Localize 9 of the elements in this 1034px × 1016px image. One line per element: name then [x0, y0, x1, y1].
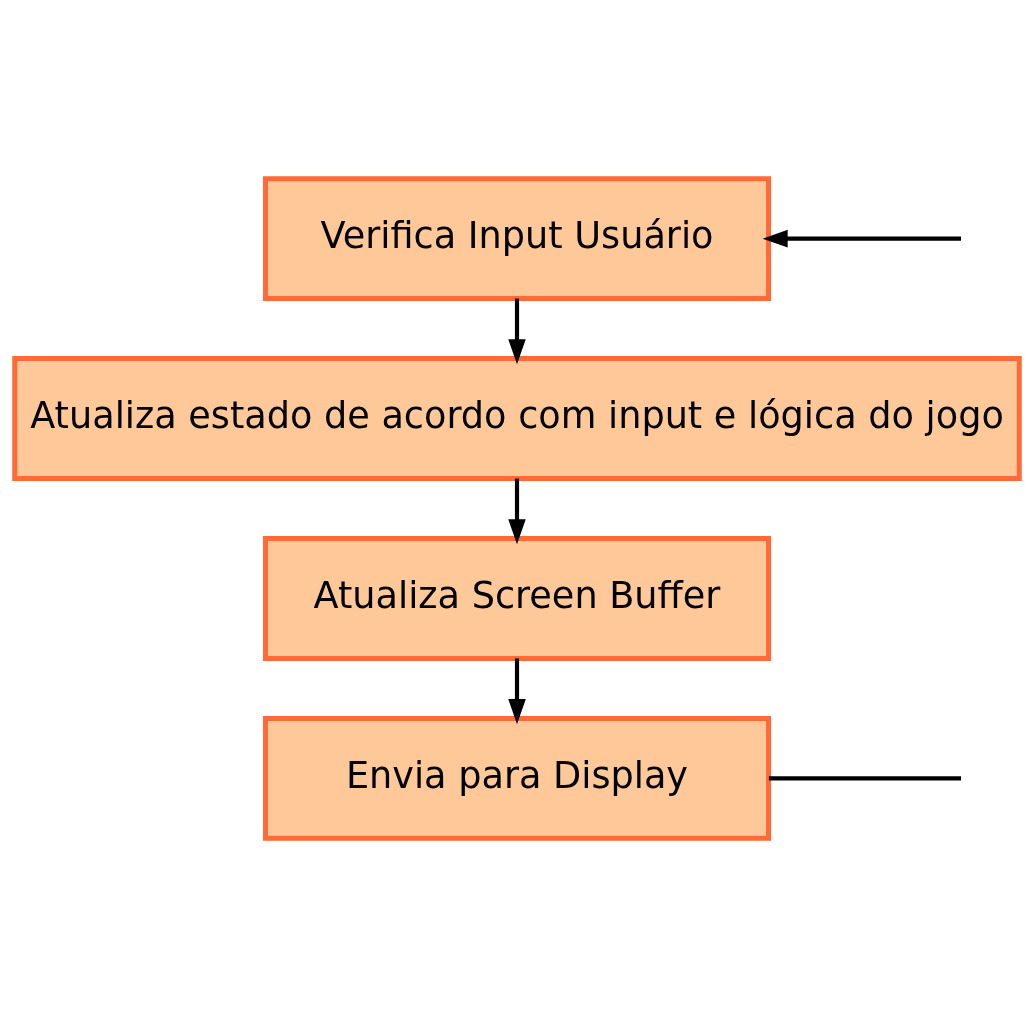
node-box: Atualiza Screen Buffer — [262, 535, 772, 661]
arrow — [508, 657, 526, 724]
arrow — [508, 478, 526, 544]
connector — [768, 775, 962, 780]
arrow — [762, 229, 962, 247]
node-box: Envia para Display — [262, 715, 772, 841]
arrow — [508, 298, 526, 364]
node-box: Verifica Input Usuário — [262, 175, 772, 301]
node-box: Atualiza estado de acordo com input e lógica do jogo — [12, 355, 1022, 481]
